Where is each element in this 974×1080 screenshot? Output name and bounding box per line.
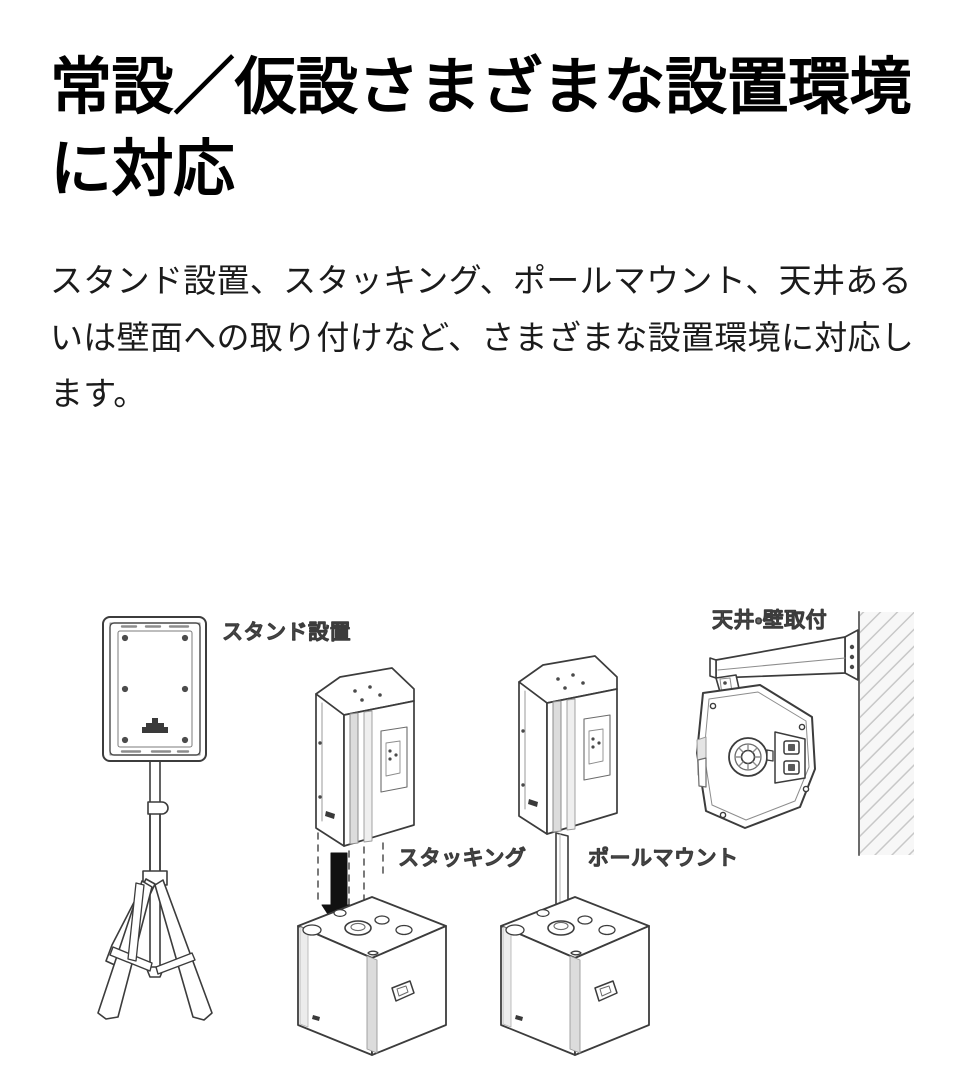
speaker-bracket-mounted-on-wall-illustration [696,611,914,856]
speaker-pole-mounted-on-subwoofer-illustration [500,655,650,1056]
installation-diagram: スタンド設置 [0,575,974,1080]
driver-icon [728,737,768,777]
wall-surface [858,611,914,856]
label-stand: スタンド設置 [222,620,351,644]
label-stacking: スタッキング [398,846,526,870]
speaker-stacked-on-subwoofer-illustration [297,667,447,1056]
speaker-on-tripod-stand-illustration [97,616,213,1021]
label-ceiling-wall: 天井・壁取付 [712,608,827,632]
page-title: 常設／仮設さまざまな設置環境に対応 [50,50,912,206]
body-paragraph: スタンド設置、スタッキング、ポールマウント、天井あるいは壁面への取り付けなど、さ… [50,260,915,414]
text-block: 常設／仮設さまざまな設置環境に対応 スタンド設置、スタッキング、ポールマウント、… [50,46,930,423]
label-pole-mount: ポールマウント [588,846,739,870]
